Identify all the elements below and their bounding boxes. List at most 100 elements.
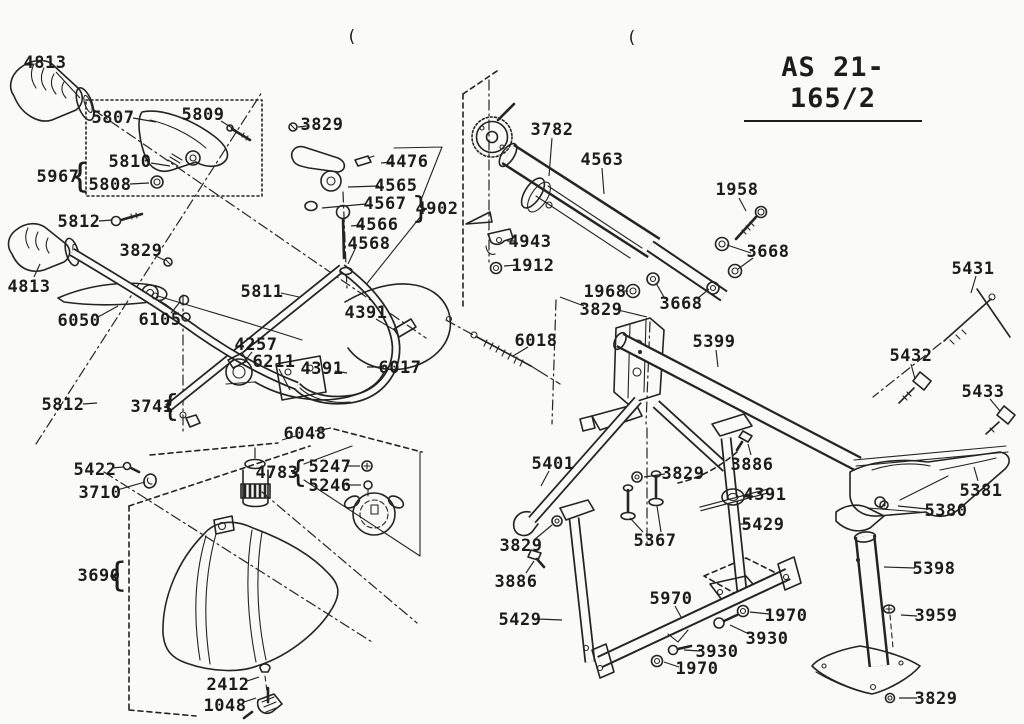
part-label-5812: 5812 [58,212,101,232]
part-label-5246: 5246 [309,476,352,496]
boom-tube [613,331,862,472]
leader-lines [33,71,1001,703]
part-label-4902: 4902 [416,199,459,219]
part-label-5429: 5429 [742,515,785,535]
part-label-5433: 5433 [962,382,1005,402]
kill-switch-lever [288,122,375,276]
part-label-3959: 3959 [915,606,958,626]
part-label-4943: 4943 [509,232,552,252]
leader-line-3829 [559,296,585,307]
part-label-4391: 4391 [345,303,388,323]
part-label-3829: 3829 [120,241,163,261]
leader-line-4257 [243,351,253,363]
part-label-5429: 5429 [499,610,542,630]
leader-line-3668 [737,257,754,270]
part-label-5399: 5399 [693,332,736,352]
part-label-5381: 5381 [960,481,1003,501]
leader-line-5809 [220,120,238,132]
leader-line-6050 [97,305,119,318]
leader-line-5812 [82,402,98,405]
part-label-4476: 4476 [386,152,429,172]
leader-line-4391 [334,370,348,374]
part-label-3829: 3829 [662,464,705,484]
leader-line-4565 [347,185,380,188]
part-label-4813: 4813 [24,53,67,73]
leader-line-5431 [970,275,977,294]
part-label-4568: 4568 [348,234,391,254]
leader-line-5810 [150,162,171,167]
leader-line-5811 [280,292,300,298]
leader-line-2412 [246,676,260,682]
part-label-5247: 5247 [309,457,352,477]
leader-line-3829 [297,125,308,128]
leader-line-5381 [973,466,979,482]
part-label-1958: 1958 [716,180,759,200]
throttle-cable-spring [445,315,561,385]
leader-line-1970 [663,661,680,668]
part-label-5431: 5431 [952,259,995,279]
part-label-3668: 3668 [660,294,703,314]
leader-line-1912 [503,264,518,267]
leader-line-6048 [314,427,332,432]
leader-line-3668 [726,244,752,254]
part-label-1048: 1048 [204,696,247,716]
part-label-3690: 3690 [78,566,121,586]
part-label-5970: 5970 [650,589,693,609]
frame-trestle [512,317,769,663]
part-label-3829: 3829 [580,300,623,320]
leader-line-6048 [281,435,297,441]
part-label-5812: 5812 [42,395,85,415]
leader-line-4813 [33,263,41,278]
leader-line-3829 [533,524,553,541]
group-brace: { [69,157,91,197]
part-label-3886: 3886 [495,572,538,592]
part-label-3829: 3829 [500,536,543,556]
leader-line-3710 [116,481,146,491]
group-brace: } [411,191,430,226]
leader-line-1970 [749,611,770,615]
handlebars [69,248,401,428]
leader-line-3829 [617,309,648,318]
leader-line-5398 [883,566,916,569]
leader-line-5367 [629,517,644,533]
part-label-3710: 3710 [79,483,122,503]
part-label-4813: 4813 [8,277,51,297]
part-label-5422: 5422 [74,460,117,480]
leader-line-1048 [243,697,257,703]
part-label-4391: 4391 [744,485,787,505]
part-label-3782: 3782 [531,120,574,140]
part-label-5398: 5398 [913,559,956,579]
leader-line-5812 [98,219,113,222]
leader-line-3829 [643,473,666,478]
leader-line-5432 [910,363,916,380]
leader-line-4391 [740,494,752,497]
part-label-6050: 6050 [58,311,101,331]
leader-line-3886 [525,560,535,574]
part-label-5810: 5810 [109,152,152,172]
stray-mark: ( [349,27,356,47]
group-brace: { [160,389,179,424]
part-label-5967: 5967 [37,167,80,187]
drawing-number-title: AS 21-165/2 [744,52,922,122]
part-label-6017: 6017 [379,358,422,378]
part-label-4567: 4567 [364,194,407,214]
part-label-4565: 4565 [375,176,418,196]
part-label-1968: 1968 [584,282,627,302]
leader-line-5401 [540,470,550,487]
group-brace: { [106,556,128,596]
leader-line-4567 [321,203,367,209]
leader-line-5970 [674,605,682,618]
leader-line-4568 [347,246,357,265]
leader-line-3930 [683,649,701,652]
part-label-4391: 4391 [301,359,344,379]
part-label-1912: 1912 [512,256,555,276]
leader-line-3886 [747,443,752,456]
part-label-3829: 3829 [915,689,958,709]
leader-line-5433 [989,398,1001,412]
leader-line-5807 [132,117,157,123]
leader-line-5808 [129,182,150,185]
part-label-1970: 1970 [765,606,808,626]
drive-shaft-assembly [465,102,768,302]
